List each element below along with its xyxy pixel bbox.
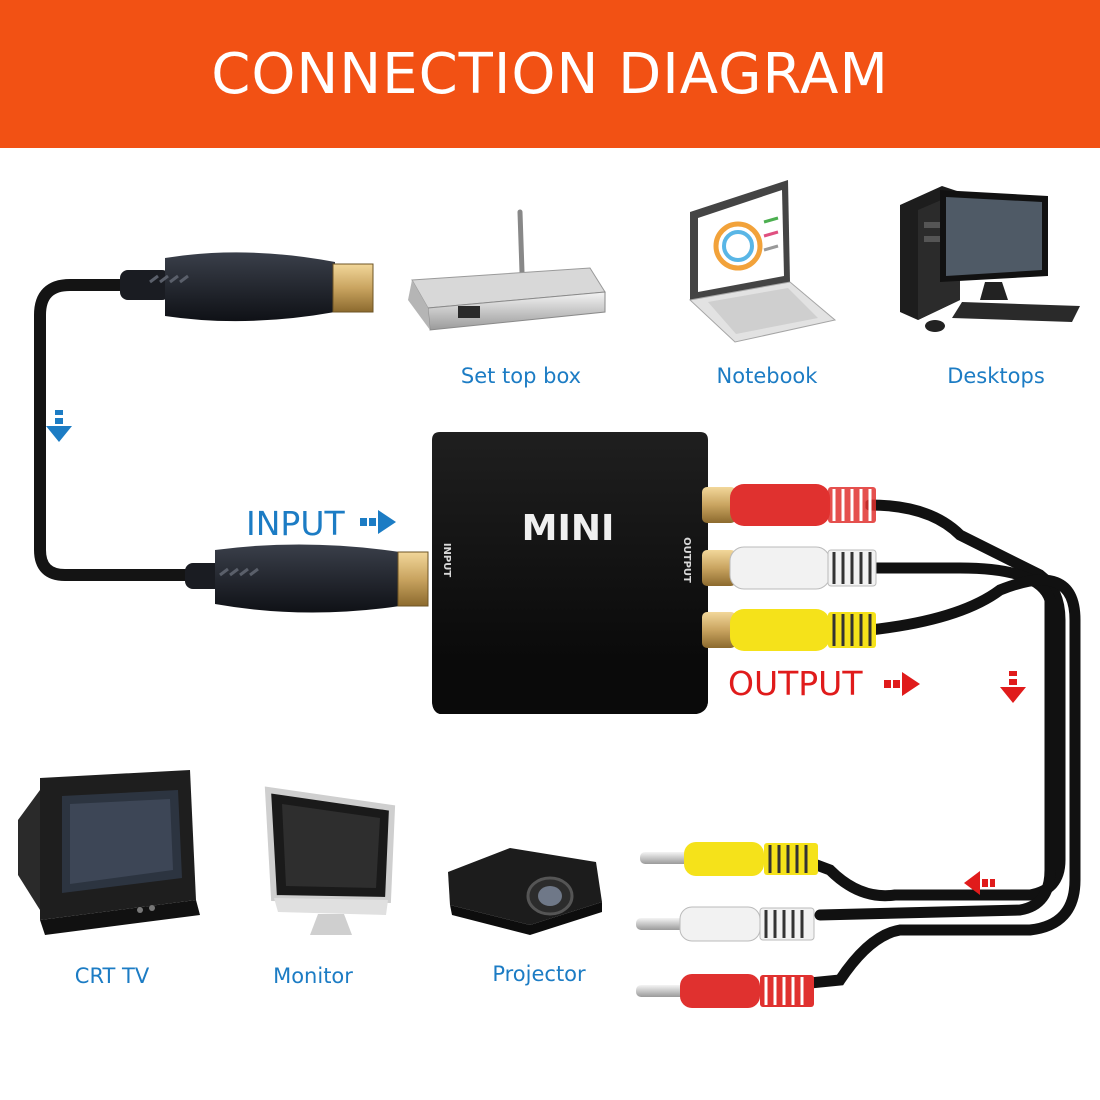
label-set-top-box: Set top box <box>460 364 582 388</box>
monitor-icon <box>264 786 396 935</box>
rca-plug-yellow-loose <box>640 842 818 876</box>
hdmi-plug-top <box>120 252 374 322</box>
notebook-icon <box>688 180 837 343</box>
rca-plug-white-loose <box>636 906 815 942</box>
mini-converter-box: MINI INPUT OUTPUT <box>432 432 708 714</box>
rca-plug-red-loose <box>636 974 814 1008</box>
desktop-icon <box>900 186 1080 332</box>
label-monitor: Monitor <box>273 964 353 988</box>
rca-plug-yellow-output <box>702 609 876 651</box>
title-banner: CONNECTION DIAGRAM <box>0 0 1100 148</box>
hdmi-plug-input <box>185 544 429 613</box>
rca-plug-red-output <box>702 484 876 526</box>
output-tag: OUTPUT <box>728 664 863 703</box>
label-projector: Projector <box>492 962 586 986</box>
av-cable-bundle <box>784 499 1081 991</box>
left-arrow-red-icon <box>964 871 995 895</box>
label-crt-tv: CRT TV <box>74 964 150 988</box>
label-desktops: Desktops <box>947 364 1045 388</box>
device-brand-label: MINI <box>522 508 615 549</box>
device-output-port-label: OUTPUT <box>681 537 692 583</box>
input-tag: INPUT <box>246 504 345 543</box>
crt-tv-icon <box>18 770 200 935</box>
diagram-title: CONNECTION DIAGRAM <box>211 41 889 107</box>
hdmi-cable <box>34 252 429 613</box>
label-notebook: Notebook <box>716 364 818 388</box>
device-input-port-label: INPUT <box>441 543 452 578</box>
set-top-box-icon <box>408 209 606 331</box>
rca-plug-white-output <box>702 546 877 590</box>
down-arrow-red-icon <box>1000 671 1026 703</box>
output-arrow-icon <box>884 672 920 696</box>
projector-icon <box>448 848 602 935</box>
input-arrow-icon <box>360 510 396 534</box>
down-arrow-icon <box>46 410 72 442</box>
